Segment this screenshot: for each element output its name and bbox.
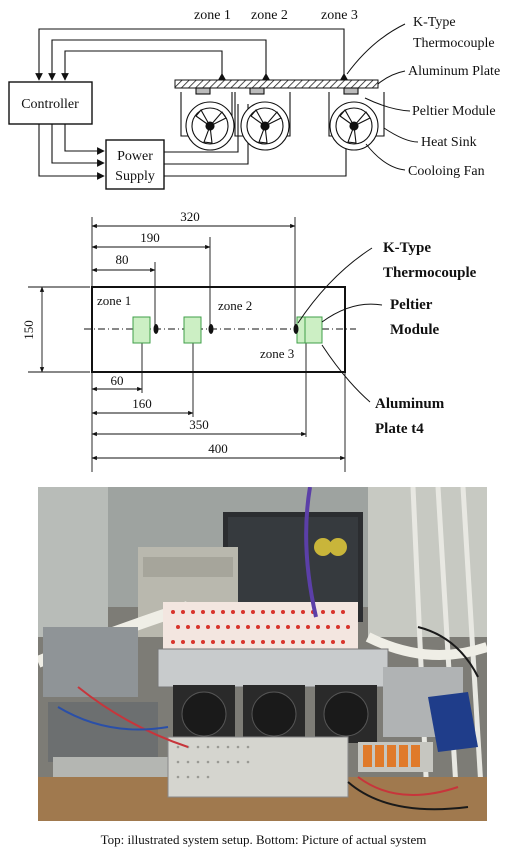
dim-aluminum-line2: Plate t4 (375, 421, 424, 437)
system-photo (38, 487, 487, 821)
dim-320: 320 (180, 209, 200, 224)
thermocouple-callout-line2: Thermocouple (413, 36, 495, 51)
dim-thermocouple-line2: Thermocouple (383, 265, 477, 281)
feedback-wires (35, 28, 345, 81)
aluminum-plate-callout: Aluminum Plate (408, 64, 500, 79)
photo-illustration (38, 487, 487, 821)
thermocouple-callout-line1: K-Type (413, 15, 456, 30)
cooling-unit-2 (234, 87, 291, 151)
dim-zone-1-label: zone 1 (97, 293, 131, 308)
cooling-unit-3 (328, 87, 385, 151)
plate-outline (91, 286, 346, 373)
heat-sink-callout: Heat Sink (421, 135, 477, 150)
power-supply-box: Power Supply (105, 139, 165, 190)
peltier-modules (132, 316, 323, 344)
dim-160: 160 (132, 396, 152, 411)
power-label: Power (117, 149, 153, 164)
controller-label: Controller (21, 97, 79, 112)
cooling-fan-callout: Cooloing Fan (408, 164, 485, 179)
dim-aluminum-line1: Aluminum (375, 396, 445, 412)
zone-2-label: zone 2 (251, 8, 288, 23)
aluminum-plate (174, 79, 379, 89)
figure-caption: Top: illustrated system setup. Bottom: P… (100, 832, 427, 847)
zone-1-label: zone 1 (194, 8, 231, 23)
dim-60: 60 (111, 373, 124, 388)
dim-350: 350 (189, 417, 209, 432)
dim-peltier-line1: Peltier (390, 297, 433, 313)
dim-zone-3-label: zone 3 (260, 346, 294, 361)
control-wires (38, 124, 105, 180)
dim-zone-2-label: zone 2 (218, 298, 252, 313)
dim-400: 400 (208, 441, 228, 456)
dimension-lines (39, 223, 346, 461)
supply-label: Supply (115, 169, 155, 184)
peltier-module-callout: Peltier Module (412, 104, 496, 119)
dim-thermocouple-line1: K-Type (383, 240, 431, 256)
zone-3-label: zone 3 (321, 8, 358, 23)
dim-190: 190 (140, 230, 160, 245)
thermocouple-markers (218, 73, 348, 80)
cooling-unit-1 (180, 87, 235, 151)
system-setup-diagram: zone 1 zone 2 zone 3 Controller Power Su… (8, 8, 500, 190)
controller-box: Controller (8, 81, 93, 125)
dim-peltier-line2: Module (390, 322, 440, 338)
dim-80: 80 (116, 252, 129, 267)
dimension-diagram: 320 190 80 150 60 160 350 400 zone 1 zon… (21, 209, 477, 472)
thermocouple-dots (153, 324, 299, 334)
dim-150: 150 (21, 320, 36, 340)
dim-callout-leaders (297, 247, 383, 403)
callout-leaders (346, 23, 419, 171)
